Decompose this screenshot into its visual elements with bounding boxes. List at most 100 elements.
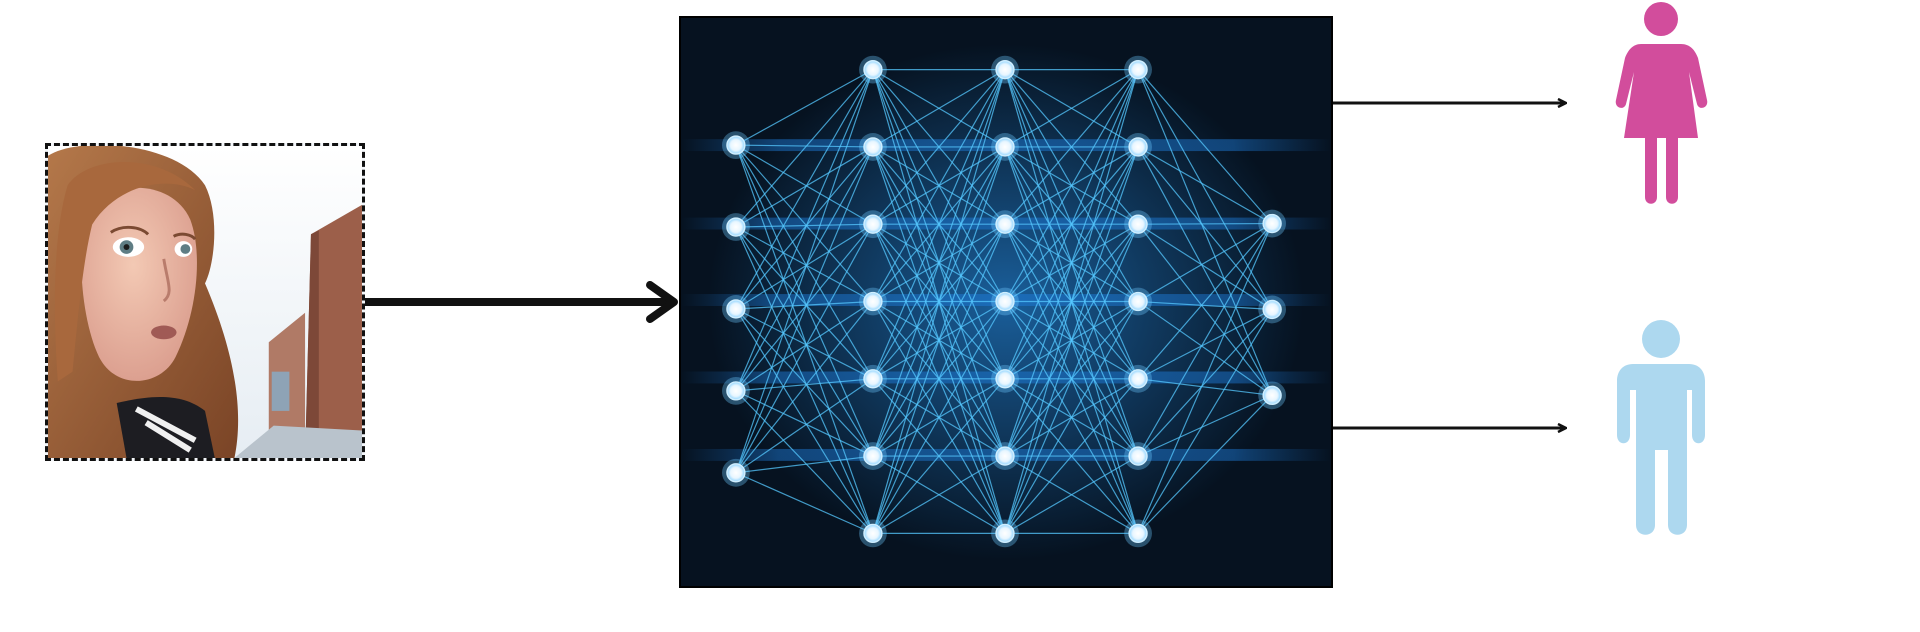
network-node-hidden-2 xyxy=(995,523,1015,544)
network-connection xyxy=(872,69,1006,457)
network-connection xyxy=(1137,308,1273,380)
network-node-hidden-1 xyxy=(863,446,883,466)
network-connection xyxy=(735,308,874,457)
network-connection xyxy=(872,146,1006,534)
network-node-hidden-1 xyxy=(863,59,883,80)
network-connection xyxy=(735,301,874,392)
neural-network-graph xyxy=(681,18,1331,586)
network-connection xyxy=(735,146,874,392)
network-connection xyxy=(735,390,874,457)
female-person-icon xyxy=(1615,2,1708,204)
network-node-hidden-3 xyxy=(1128,291,1148,312)
network-connection xyxy=(1004,223,1139,534)
network-node-output xyxy=(1262,299,1282,320)
network-node-input xyxy=(726,217,746,237)
network-connection xyxy=(735,455,874,474)
network-connection xyxy=(735,308,874,534)
network-node-output xyxy=(1262,213,1282,234)
network-connection xyxy=(1137,69,1273,310)
network-node-hidden-2 xyxy=(995,214,1015,234)
network-connection xyxy=(735,223,873,228)
network-connection xyxy=(1137,394,1273,457)
network-connection xyxy=(735,308,874,380)
network-connection xyxy=(735,146,874,228)
network-connection xyxy=(735,378,873,392)
network-connection xyxy=(1137,223,1273,380)
network-node-hidden-3 xyxy=(1128,59,1148,80)
network-connection xyxy=(1138,222,1273,225)
network-connection xyxy=(735,144,874,457)
network-node-hidden-3 xyxy=(1128,214,1148,234)
network-connection xyxy=(735,223,874,474)
network-connection xyxy=(735,223,874,392)
network-node-input xyxy=(726,135,746,155)
network-connection xyxy=(1004,378,1139,534)
network-connection xyxy=(872,69,1006,380)
network-connection xyxy=(735,144,873,148)
network-connection xyxy=(735,69,874,146)
network-connection xyxy=(872,69,1006,148)
network-connection xyxy=(735,378,874,474)
network-connection xyxy=(735,69,874,473)
network-connection xyxy=(1137,146,1273,225)
network-connection xyxy=(735,69,874,228)
network-connection xyxy=(735,144,874,302)
network-connection xyxy=(1004,69,1139,380)
network-connection xyxy=(735,69,874,310)
network-connection xyxy=(1004,69,1139,457)
network-connection xyxy=(1004,69,1139,148)
network-node-hidden-3 xyxy=(1128,369,1148,389)
network-connection xyxy=(735,223,874,310)
network-node-input xyxy=(726,299,746,319)
network-connection xyxy=(1137,394,1273,534)
network-connection xyxy=(1004,301,1139,534)
network-node-hidden-2 xyxy=(995,59,1015,80)
network-node-hidden-2 xyxy=(995,369,1015,389)
network-connection xyxy=(1137,223,1273,457)
input-face-photo xyxy=(45,143,365,461)
network-node-hidden-1 xyxy=(863,291,883,312)
network-connection xyxy=(1137,223,1273,303)
network-connection xyxy=(872,378,1006,534)
network-connection xyxy=(735,144,874,380)
network-connection xyxy=(1137,146,1273,310)
network-connection xyxy=(735,300,873,310)
network-connection xyxy=(1137,69,1273,396)
network-connection xyxy=(1004,146,1139,534)
network-connection xyxy=(1137,223,1273,534)
network-node-input xyxy=(726,381,746,401)
male-person-icon xyxy=(1617,320,1705,535)
network-node-hidden-2 xyxy=(995,446,1015,466)
network-connection xyxy=(735,144,874,225)
network-node-hidden-3 xyxy=(1128,523,1148,544)
network-node-hidden-1 xyxy=(863,369,883,389)
input-arrow xyxy=(365,281,678,323)
network-node-hidden-2 xyxy=(995,291,1015,312)
network-connection xyxy=(872,69,1006,225)
network-connection xyxy=(735,301,874,474)
network-connection xyxy=(1137,309,1273,534)
network-connection xyxy=(1004,69,1139,534)
network-node-input xyxy=(726,463,746,483)
network-connection xyxy=(1137,223,1273,310)
network-connection xyxy=(1137,146,1273,396)
network-node-output xyxy=(1262,385,1282,406)
network-node-hidden-1 xyxy=(863,523,883,544)
network-connection xyxy=(735,146,874,474)
network-connection xyxy=(735,226,874,534)
network-connection xyxy=(1137,378,1273,396)
network-node-hidden-3 xyxy=(1128,137,1148,157)
network-connection xyxy=(872,223,1006,534)
network-connection xyxy=(1004,69,1139,302)
network-connection xyxy=(872,455,1006,534)
network-connection xyxy=(735,226,874,380)
network-node-hidden-1 xyxy=(863,137,883,157)
network-connection xyxy=(735,146,874,310)
neural-network-panel xyxy=(679,16,1333,588)
network-connection xyxy=(1004,69,1139,225)
network-node-hidden-2 xyxy=(995,137,1015,157)
network-connection xyxy=(1137,309,1273,457)
network-connection xyxy=(735,226,874,457)
network-connection xyxy=(735,472,874,534)
network-connection xyxy=(735,390,874,534)
